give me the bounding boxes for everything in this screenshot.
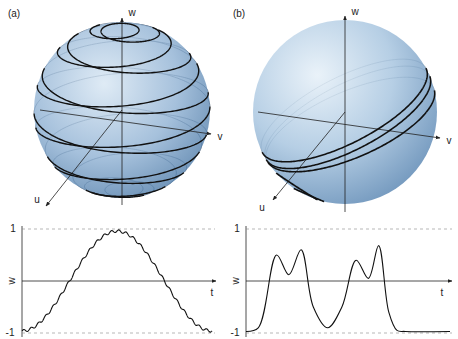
trajectory-front: [86, 190, 144, 197]
axis-label: u: [34, 195, 40, 205]
axis-line: [46, 110, 122, 206]
axis-label: t: [211, 288, 214, 298]
trajectory-front: [34, 114, 206, 154]
trajectory-front: [37, 63, 198, 107]
axis-label: w: [231, 277, 241, 284]
plot-axes: [22, 226, 452, 337]
tick-label: -1: [231, 328, 240, 338]
axis-label: w: [351, 7, 358, 17]
tick-label: 1: [234, 224, 240, 234]
tick-label: -1: [6, 328, 15, 338]
trajectory-front: [47, 157, 183, 184]
axis-label: u: [259, 203, 265, 213]
trajectory-front: [268, 112, 426, 172]
trajectory-front: [68, 33, 191, 73]
axis-label: v: [218, 132, 223, 142]
axis-line: [273, 112, 345, 200]
trajectory-front: [90, 23, 159, 42]
axis-line: [345, 16, 346, 212]
axis-label: v: [447, 136, 452, 146]
trajectory-front: [262, 93, 419, 162]
panel-label: (a): [8, 9, 20, 19]
trajectory-front: [42, 68, 208, 113]
w-curve: [246, 246, 450, 332]
trajectory-front: [426, 90, 435, 112]
axis-label: t: [441, 288, 444, 298]
tick-label: 1: [10, 224, 16, 234]
trajectory-front: [266, 100, 423, 168]
w-curve: [22, 230, 212, 332]
trajectory-front: [294, 188, 324, 201]
axis-line: [122, 18, 123, 205]
trajectory-front: [419, 68, 427, 93]
panel-label: (b): [233, 9, 245, 19]
axis-label: w: [128, 8, 135, 18]
trajectory-front: [423, 76, 431, 100]
axis-label: w: [7, 277, 17, 284]
